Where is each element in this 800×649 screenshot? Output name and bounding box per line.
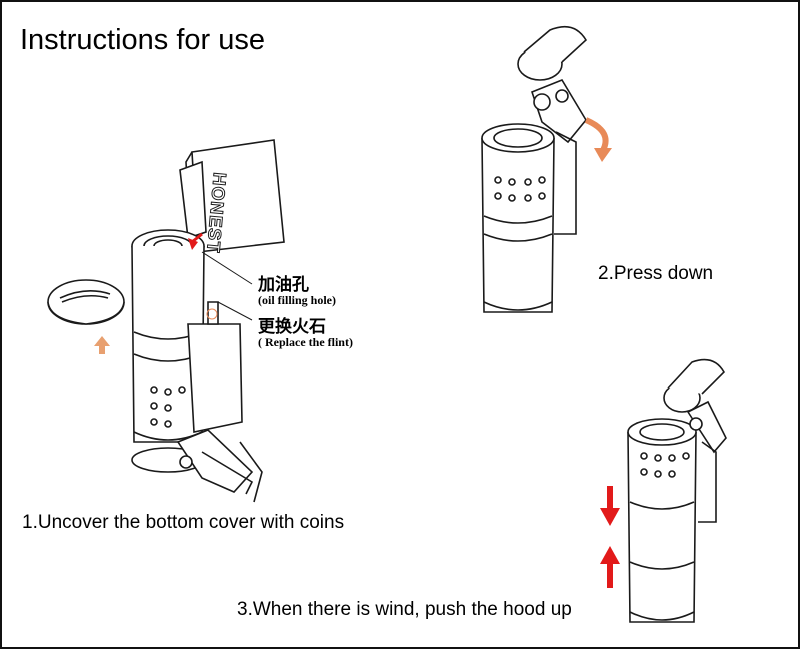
callout-lines: [201, 251, 253, 321]
lighter-drawing: [131, 229, 263, 503]
oil-filling-hole-label-en: (oil filling hole): [258, 293, 336, 307]
lighter-drawing: [627, 358, 727, 623]
curved-arrow-icon: [584, 117, 612, 162]
step-1-caption: 1.Uncover the bottom cover with coins: [22, 512, 345, 533]
step-2-caption: 2.Press down: [598, 263, 714, 284]
replace-flint-label-cn: 更换火石: [258, 317, 326, 337]
page-title: Instructions for use: [20, 24, 265, 56]
step-3-caption: 3.When there is wind, push the hood up: [237, 599, 572, 620]
replace-flint-label-en: ( Replace the flint): [258, 335, 353, 349]
oil-filling-hole-label-cn: 加油孔: [258, 275, 309, 295]
coin-drawing: [179, 139, 285, 253]
lighter-drawing: [481, 25, 588, 313]
down-arrow-icon: [600, 486, 620, 526]
up-arrow-icon: [600, 546, 620, 588]
bottom-cover-drawing: [47, 279, 125, 325]
up-arrow-icon: [94, 336, 110, 354]
red-marker-icon: [188, 232, 203, 250]
